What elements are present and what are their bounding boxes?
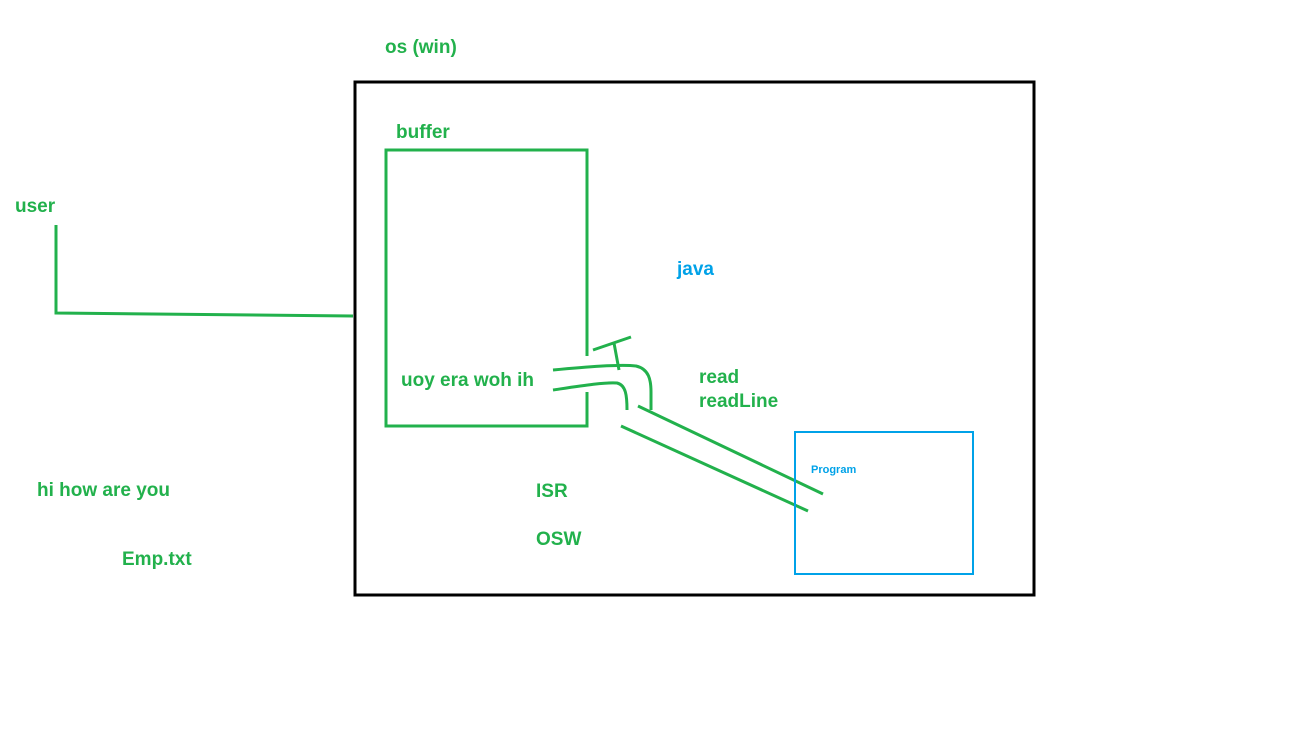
java-label: java bbox=[677, 259, 714, 280]
osw-label: OSW bbox=[536, 529, 582, 550]
pipe-lower bbox=[552, 381, 629, 411]
link-line-lower bbox=[620, 424, 809, 513]
isr-label: ISR bbox=[536, 481, 568, 502]
program-box bbox=[794, 431, 974, 575]
read-label: read bbox=[699, 367, 740, 388]
readline-label: readLine bbox=[699, 391, 779, 412]
link-line-upper bbox=[637, 404, 824, 496]
input-text-label: hi how are you bbox=[37, 480, 171, 501]
user-wire bbox=[54, 225, 354, 318]
file-label: Emp.txt bbox=[122, 549, 192, 570]
buffer-box bbox=[384, 148, 589, 428]
tap-handle bbox=[592, 335, 632, 371]
user-label: user bbox=[15, 196, 56, 217]
os-box bbox=[353, 80, 1036, 597]
program-label: Program bbox=[811, 464, 857, 476]
os-label: os (win) bbox=[385, 37, 457, 58]
pipe-upper bbox=[552, 363, 653, 410]
reversed-text-label: uoy era woh ih bbox=[401, 370, 535, 391]
buffer-label: buffer bbox=[396, 122, 450, 143]
